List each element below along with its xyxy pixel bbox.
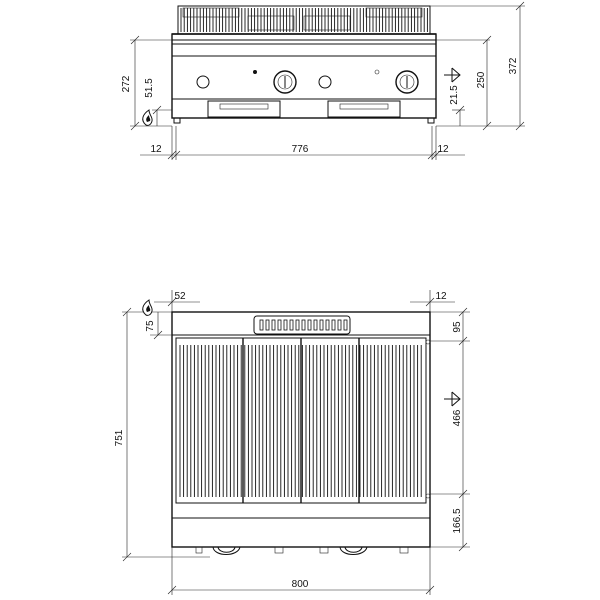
inlet-arrow-icon	[444, 391, 461, 407]
front-grate	[177, 5, 431, 35]
gas-flame-icon	[142, 109, 153, 126]
dim-width-body: 776	[292, 144, 309, 155]
front-body	[171, 33, 437, 124]
plan-body-outline	[171, 311, 431, 548]
pilot-light-right	[318, 75, 332, 89]
dim-side-right: 12	[437, 144, 449, 155]
plan-dimensions: 751 52 75 12 95 466 166.5 800	[114, 290, 470, 595]
drip-drawer-left	[207, 100, 281, 118]
dim-inlet-offset-y: 75	[145, 320, 156, 332]
dim-height-gas-inlet: 51.5	[144, 78, 155, 98]
gas-flame-icon	[142, 299, 153, 316]
dim-top-offset: 95	[452, 321, 463, 333]
plan-knobs	[195, 546, 409, 555]
dim-height-inlet-right: 21.5	[449, 85, 460, 105]
control-knob-left	[273, 70, 297, 94]
ignition-led-right	[374, 69, 380, 75]
plan-grate	[179, 345, 422, 497]
dim-side-left: 12	[150, 144, 162, 155]
dim-width-total: 800	[292, 579, 309, 590]
dim-right-edge: 12	[435, 291, 447, 302]
dim-grill-depth: 466	[452, 409, 463, 426]
dim-front-offset: 166.5	[452, 508, 463, 533]
rear-vent	[253, 315, 351, 335]
inlet-arrow-icon	[444, 67, 461, 83]
front-dimensions: 272 51.5 372 250 21.5 776 12 12	[121, 1, 525, 160]
control-knob-right	[395, 70, 419, 94]
plan-view: 751 52 75 12 95 466 166.5 800	[114, 290, 470, 595]
dim-height-body: 272	[121, 75, 132, 92]
pilot-light-left	[196, 75, 210, 89]
ignition-led-left	[253, 70, 257, 74]
dim-inlet-offset-x: 52	[174, 291, 186, 302]
dim-depth-total: 751	[114, 429, 125, 446]
dim-height-total: 372	[508, 57, 519, 74]
drip-drawer-right	[327, 100, 401, 118]
front-view: 272 51.5 372 250 21.5 776 12 12	[121, 1, 525, 160]
dim-height-body-right: 250	[476, 71, 487, 88]
